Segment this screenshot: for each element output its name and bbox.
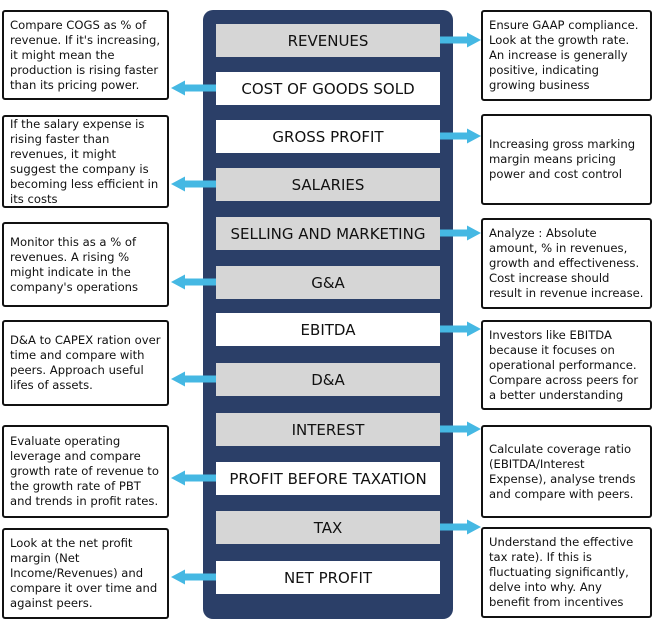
item-ebitda: EBITDA [216, 313, 440, 346]
right-note-text: Ensure GAAP compliance. Look at the grow… [489, 18, 639, 92]
right-note: Understand the effective tax rate). If t… [481, 527, 652, 618]
left-note-text: D&A to CAPEX ration over time and compar… [10, 333, 161, 392]
right-note: Investors like EBITDA because it focuses… [481, 320, 652, 410]
left-note-text: Look at the net profit margin (Net Incom… [10, 536, 158, 610]
left-note: Evaluate operating leverage and compare … [2, 425, 169, 518]
left-note-text: Evaluate operating leverage and compare … [10, 434, 159, 508]
right-note-text: Understand the effective tax rate). If t… [489, 535, 634, 609]
left-note: D&A to CAPEX ration over time and compar… [2, 320, 169, 406]
left-note-text: Compare COGS as % of revenue. If it's in… [10, 17, 161, 92]
item-danda: D&A [216, 363, 440, 396]
left-note: If the salary expense is rising faster t… [2, 115, 169, 208]
item-profit-before-taxation: PROFIT BEFORE TAXATION [216, 462, 440, 495]
right-note-text: Calculate coverage ratio (EBITDA/Interes… [489, 441, 636, 501]
item-ganda: G&A [216, 266, 440, 299]
right-note: Analyze : Absolute amount, % in revenues… [481, 218, 652, 309]
item-tax: TAX [216, 511, 440, 544]
left-note: Compare COGS as % of revenue. If it's in… [2, 10, 169, 100]
left-note-text: Monitor this as a % of revenues. A risin… [10, 234, 139, 294]
left-note: Monitor this as a % of revenues. A risin… [2, 222, 169, 307]
right-note: Calculate coverage ratio (EBITDA/Interes… [481, 425, 652, 518]
item-cost-of-goods-sold: COST OF GOODS SOLD [216, 72, 440, 105]
item-gross-profit: GROSS PROFIT [216, 120, 440, 153]
item-revenues: REVENUES [216, 24, 440, 57]
right-note-text: Analyze : Absolute amount, % in revenues… [489, 226, 644, 300]
item-selling-and-marketing: SELLING AND MARKETING [216, 217, 440, 250]
item-net-profit: NET PROFIT [216, 561, 440, 594]
left-note: Look at the net profit margin (Net Incom… [2, 528, 169, 619]
right-note: Increasing gross marking margin means pr… [481, 114, 652, 205]
left-note-text: If the salary expense is rising faster t… [10, 116, 159, 206]
item-interest: INTEREST [216, 413, 440, 446]
item-salaries: SALARIES [216, 168, 440, 201]
right-note-text: Investors like EBITDA because it focuses… [489, 327, 639, 402]
right-note: Ensure GAAP compliance. Look at the grow… [481, 10, 652, 101]
right-note-text: Increasing gross marking margin means pr… [489, 137, 636, 181]
